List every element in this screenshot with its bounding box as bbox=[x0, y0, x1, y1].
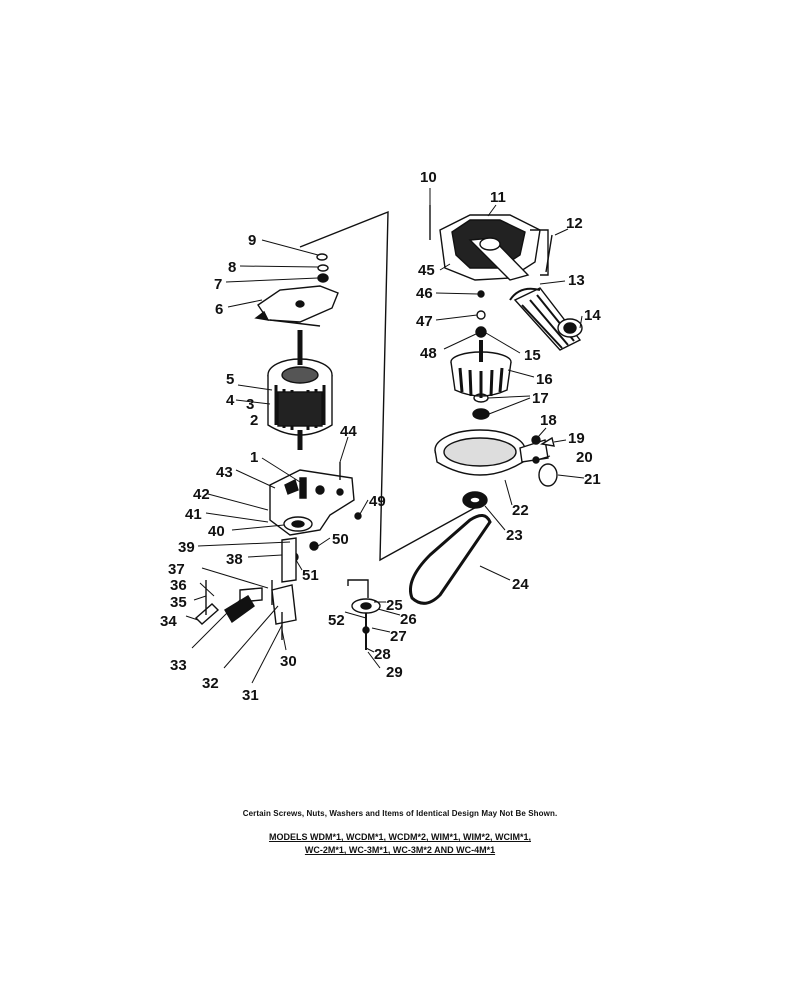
models-list-line-2: WC-2M*1, WC-3M*1, WC-3M*2 AND WC-4M*1 bbox=[304, 845, 496, 855]
callout-16: 16 bbox=[536, 371, 553, 388]
callout-5: 5 bbox=[226, 371, 234, 388]
leader-lines bbox=[185, 188, 585, 684]
callout-46: 46 bbox=[416, 285, 433, 302]
group-leader-line bbox=[299, 210, 481, 562]
callout-31: 31 bbox=[242, 687, 259, 704]
callout-52: 52 bbox=[328, 612, 345, 629]
callout-37: 37 bbox=[168, 561, 185, 578]
callout-19: 19 bbox=[568, 430, 585, 447]
callout-30: 30 bbox=[280, 653, 297, 670]
callout-39: 39 bbox=[178, 539, 195, 556]
part-47-seal bbox=[476, 310, 486, 320]
callout-38: 38 bbox=[226, 551, 243, 568]
part-12-screw bbox=[545, 234, 553, 273]
callout-47: 47 bbox=[416, 313, 433, 330]
part-46-washer bbox=[477, 290, 485, 298]
part-50-nut bbox=[309, 541, 319, 551]
callout-17: 17 bbox=[532, 390, 549, 407]
callout-49: 49 bbox=[369, 493, 386, 510]
part-5-motor bbox=[267, 330, 333, 450]
callout-11: 11 bbox=[490, 189, 506, 206]
part-16-impeller bbox=[450, 340, 512, 398]
part-7-nut bbox=[317, 273, 329, 283]
callout-41: 41 bbox=[185, 506, 202, 523]
callout-23: 23 bbox=[506, 527, 523, 544]
callout-45: 45 bbox=[418, 262, 435, 279]
callout-50: 50 bbox=[332, 531, 349, 548]
callout-24: 24 bbox=[512, 576, 529, 593]
callout-36: 36 bbox=[170, 577, 187, 594]
callout-25: 25 bbox=[386, 597, 403, 614]
callout-35: 35 bbox=[170, 594, 187, 611]
models-list-line-1: MODELS WDM*1, WCDM*1, WCDM*2, WIM*1, WIM… bbox=[268, 832, 531, 842]
part-11-cover bbox=[439, 214, 541, 281]
callout-51: 51 bbox=[302, 567, 319, 584]
callout-10: 10 bbox=[420, 169, 437, 186]
callout-8: 8 bbox=[228, 259, 236, 276]
callout-12: 12 bbox=[566, 215, 583, 232]
part-6-end-plate bbox=[254, 285, 339, 327]
callout-7: 7 bbox=[214, 276, 222, 293]
part-8-washer bbox=[317, 264, 329, 272]
part-38-linkage bbox=[194, 537, 297, 640]
part-17-washer-bottom bbox=[472, 408, 490, 420]
callout-43: 43 bbox=[216, 464, 233, 481]
callout-14: 14 bbox=[584, 307, 601, 324]
callout-28: 28 bbox=[374, 646, 391, 663]
part-21-cap bbox=[538, 463, 558, 487]
callout-33: 33 bbox=[170, 657, 187, 674]
part-18-fitting bbox=[531, 435, 541, 445]
callout-21: 21 bbox=[584, 471, 601, 488]
callout-32: 32 bbox=[202, 675, 219, 692]
part-49-screw bbox=[354, 512, 362, 520]
callout-44: 44 bbox=[340, 423, 357, 440]
callout-9: 9 bbox=[248, 232, 256, 249]
callout-1: 1 bbox=[250, 449, 258, 466]
callout-27: 27 bbox=[390, 628, 407, 645]
callout-18: 18 bbox=[540, 412, 557, 429]
callout-3: 3 bbox=[246, 396, 254, 413]
callout-34: 34 bbox=[160, 613, 177, 630]
callout-15: 15 bbox=[524, 347, 541, 364]
callout-labels: 1 2 3 4 5 6 7 8 9 10 11 12 13 14 15 16 1… bbox=[160, 169, 601, 704]
part-19-clip bbox=[540, 436, 555, 447]
callout-40: 40 bbox=[208, 523, 225, 540]
callout-42: 42 bbox=[193, 486, 210, 503]
callout-2: 2 bbox=[250, 412, 258, 429]
parts-drawing bbox=[185, 188, 585, 684]
part-48-spacer bbox=[475, 326, 487, 338]
callout-20: 20 bbox=[576, 449, 593, 466]
part-9-clip bbox=[316, 253, 328, 261]
callout-4: 4 bbox=[226, 392, 235, 409]
callout-26: 26 bbox=[400, 611, 417, 628]
callout-29: 29 bbox=[386, 664, 403, 681]
callout-48: 48 bbox=[420, 345, 437, 362]
callout-13: 13 bbox=[568, 272, 585, 289]
disclaimer-note: Certain Screws, Nuts, Washers and Items … bbox=[242, 809, 558, 818]
callout-6: 6 bbox=[215, 301, 223, 318]
part-24-belt bbox=[409, 514, 492, 605]
part-26-idler-pulley bbox=[351, 598, 381, 650]
part-20-nut bbox=[532, 456, 540, 464]
part-14-hose bbox=[509, 287, 583, 351]
callout-22: 22 bbox=[512, 502, 529, 519]
part-22-base bbox=[434, 429, 549, 476]
